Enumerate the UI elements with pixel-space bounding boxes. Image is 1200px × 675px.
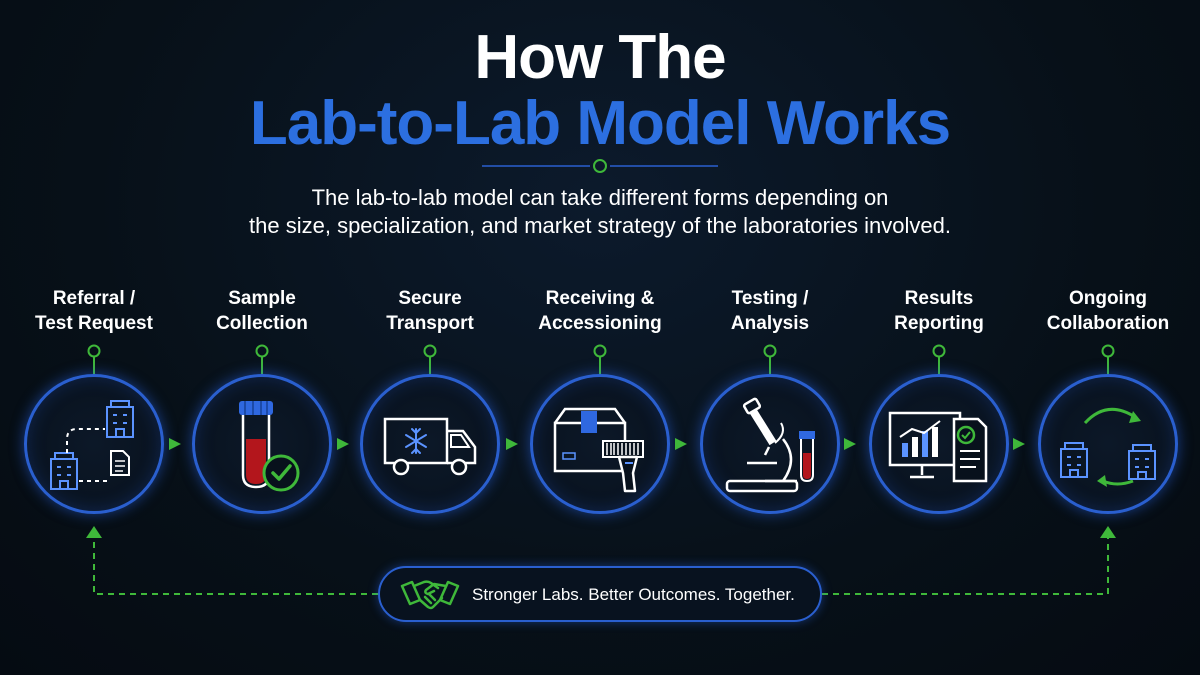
step-label-testing: Testing / Analysis (730, 288, 810, 334)
step-connector-node (423, 344, 437, 374)
step-label-sample-collection: Sample Collection (216, 288, 308, 334)
microscope-icon (725, 397, 815, 493)
referral-icon (50, 400, 134, 490)
step-arrow (1013, 438, 1025, 450)
test-tube-check-icon (239, 401, 300, 492)
title-line-1: How The (474, 23, 726, 92)
lab-exchange-icon (1060, 407, 1156, 487)
step-arrow (337, 438, 349, 450)
subtitle-line-2: the size, specialization, and market str… (249, 213, 951, 238)
subtitle-line-1: The lab-to-lab model can take different … (311, 185, 889, 210)
step-label-collaboration: Ongoing Collaboration (1046, 288, 1170, 334)
step-connector-node (1101, 344, 1115, 374)
step-arrow (844, 438, 856, 450)
refrigerated-truck-icon (383, 417, 477, 476)
step-label-secure-transport: Secure Transport (386, 288, 474, 334)
step-label-receiving: Receiving & Accessioning (538, 288, 662, 334)
step-circle-receiving (530, 374, 670, 514)
step-label-referral: Referral / Test Request (35, 288, 153, 334)
step-connector-node (255, 344, 269, 374)
tagline-banner: Stronger Labs. Better Outcomes. Together… (378, 566, 822, 622)
step-connector-node (593, 344, 607, 374)
subtitle: The lab-to-lab model can take different … (0, 184, 1200, 240)
step-connector-node (763, 344, 777, 374)
step-arrow (169, 438, 181, 450)
step-arrow (675, 438, 687, 450)
title-line-2: Lab-to-Lab Model Works (249, 89, 951, 158)
handshake-icon (400, 580, 460, 610)
step-circle-testing (700, 374, 840, 514)
step-circle-collaboration (1038, 374, 1178, 514)
tagline-text: Stronger Labs. Better Outcomes. Together… (472, 585, 795, 604)
step-circle-sample-collection (192, 374, 332, 514)
step-connector-node (87, 344, 101, 374)
step-circle-referral (24, 374, 164, 514)
step-label-results: Results Reporting (894, 288, 984, 334)
box-barcode-scanner-icon (553, 407, 644, 493)
step-connector-node (932, 344, 946, 374)
step-circle-results (869, 374, 1009, 514)
title-divider (482, 159, 718, 173)
step-arrow (506, 438, 518, 450)
monitor-report-icon (888, 411, 988, 483)
step-circle-secure-transport (360, 374, 500, 514)
